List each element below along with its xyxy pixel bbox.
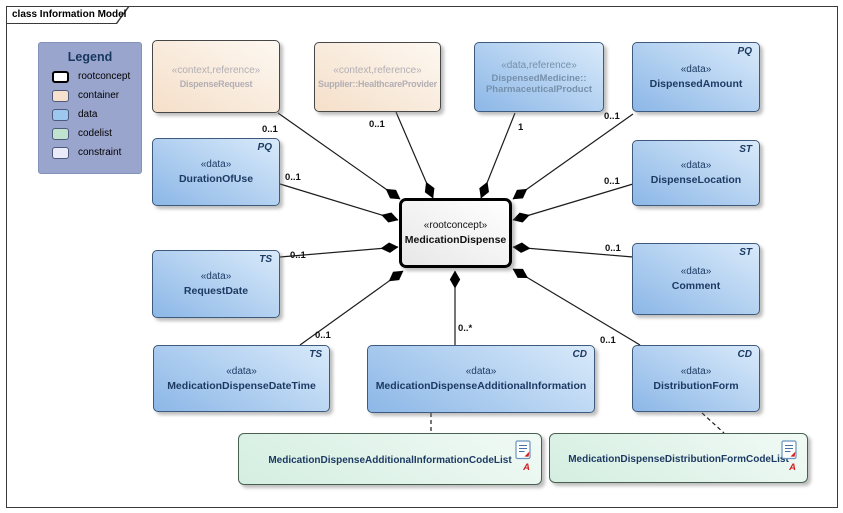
node-name: DurationOfUse — [178, 173, 254, 185]
frame-title: class Information Model — [12, 9, 127, 20]
node-stereotype: «data» — [200, 159, 232, 170]
rootconcept-swatch — [52, 70, 69, 83]
node-name-line1: DispensedMedicine:: — [491, 72, 587, 84]
constraint-swatch — [52, 146, 69, 159]
multiplicity-distribution-form: 0..1 — [600, 335, 616, 346]
node-stereotype: «data» — [226, 365, 257, 377]
datatype-tag: ST — [739, 144, 752, 155]
node-dispensed-amount[interactable]: PQ «data» DispensedAmount — [632, 42, 760, 112]
legend-item-container: container — [52, 89, 141, 102]
node-stereotype: «context,reference» — [333, 65, 422, 76]
data-swatch — [52, 108, 69, 121]
legend-item-label: constraint — [78, 147, 122, 158]
node-pharmaceutical-product[interactable]: «data,reference» DispensedMedicine:: Pha… — [474, 42, 604, 112]
document-icon — [781, 440, 797, 460]
legend-item-label: rootconcept — [78, 71, 131, 82]
legend-title: Legend — [67, 50, 113, 64]
codelist-distribution-form[interactable]: MedicationDispenseDistributionFormCodeLi… — [549, 433, 808, 483]
multiplicity-healthcare-provider: 0..1 — [369, 119, 385, 130]
node-name: DispenseRequest — [179, 78, 253, 89]
diagram-frame — [6, 6, 838, 508]
datatype-tag: ST — [739, 247, 752, 258]
node-stereotype: «data» — [680, 266, 712, 277]
multiplicity-dispense-location: 0..1 — [604, 176, 620, 187]
multiplicity-datetime: 0..1 — [315, 330, 331, 341]
multiplicity-pharmaceutical-product: 1 — [518, 122, 524, 133]
node-name: Comment — [671, 280, 721, 292]
datatype-tag: PQ — [737, 46, 752, 57]
codelist-additional-information[interactable]: MedicationDispenseAdditionalInformationC… — [238, 433, 542, 485]
node-stereotype: «context,reference» — [171, 64, 261, 76]
datatype-tag: PQ — [257, 142, 272, 153]
legend-item-constraint: constraint — [52, 146, 141, 159]
node-dispense-request[interactable]: «context,reference» DispenseRequest — [152, 40, 280, 113]
node-medication-dispense[interactable]: «rootconcept» MedicationDispense — [399, 198, 512, 268]
codelist-name: MedicationDispenseAdditionalInformationC… — [268, 455, 512, 466]
legend-item-label: data — [78, 109, 98, 120]
legend-item-data: data — [52, 108, 141, 121]
node-stereotype: «data» — [465, 366, 497, 377]
legend-items: rootconcept container data codelist constrai… — [39, 70, 141, 159]
node-name: MedicationDispenseDateTime — [167, 379, 316, 392]
node-stereotype: «data» — [680, 365, 712, 377]
node-name: Supplier::HealthcareProvider — [318, 79, 437, 89]
node-name: DispensedAmount — [649, 78, 743, 90]
codelist-swatch — [52, 127, 69, 140]
node-name: RequestDate — [183, 285, 249, 297]
legend-item-codelist: codelist — [52, 127, 141, 140]
node-additional-information[interactable]: CD «data» MedicationDispenseAdditionalIn… — [367, 345, 595, 413]
document-icon — [515, 440, 531, 460]
legend-item-rootconcept: rootconcept — [52, 70, 141, 83]
legend-item-label: container — [78, 90, 120, 101]
node-name: DistributionForm — [653, 379, 739, 392]
node-stereotype: «data,reference» — [501, 59, 577, 71]
node-request-date[interactable]: TS «data» RequestDate — [152, 250, 280, 318]
legend: Legend rootconcept container data codelist c… — [38, 42, 142, 174]
legend-item-label: codelist — [78, 128, 112, 139]
codelist-marker: A — [523, 462, 530, 473]
node-stereotype: «data» — [200, 271, 232, 282]
node-name-line2: PharmaceuticalProduct — [485, 83, 593, 95]
codelist-marker: A — [789, 462, 796, 473]
node-name: MedicationDispenseAdditionalInformation — [375, 380, 587, 392]
multiplicity-dispensed-amount: 0..1 — [604, 111, 620, 122]
frame-tab: class Information Model — [6, 6, 130, 24]
node-name: MedicationDispense — [404, 234, 507, 246]
node-name: DispenseLocation — [650, 174, 742, 186]
node-stereotype: «data» — [680, 160, 712, 171]
container-swatch — [52, 89, 69, 102]
node-distribution-form[interactable]: CD «data» DistributionForm — [632, 345, 760, 412]
node-comment[interactable]: ST «data» Comment — [632, 243, 760, 315]
multiplicity-duration-of-use: 0..1 — [285, 172, 301, 183]
datatype-tag: CD — [737, 349, 752, 360]
multiplicity-comment: 0..1 — [605, 243, 621, 254]
datatype-tag: CD — [572, 349, 587, 360]
node-medication-dispense-datetime[interactable]: TS «data» MedicationDispenseDateTime — [153, 345, 330, 412]
node-stereotype: «data» — [680, 64, 712, 75]
multiplicity-dispense-request: 0..1 — [262, 124, 278, 135]
multiplicity-request-date: 0..1 — [290, 250, 306, 261]
node-dispense-location[interactable]: ST «data» DispenseLocation — [632, 140, 760, 206]
node-healthcare-provider[interactable]: «context,reference» Supplier::Healthcare… — [314, 42, 441, 112]
datatype-tag: TS — [259, 254, 272, 265]
frame-tab-fill — [7, 7, 129, 23]
codelist-name: MedicationDispenseDistributionFormCodeLi… — [568, 454, 789, 465]
multiplicity-additional-information: 0..* — [458, 323, 473, 334]
datatype-tag: TS — [309, 349, 322, 360]
node-duration-of-use[interactable]: PQ «data» DurationOfUse — [152, 138, 280, 206]
node-stereotype: «rootconcept» — [423, 220, 488, 231]
